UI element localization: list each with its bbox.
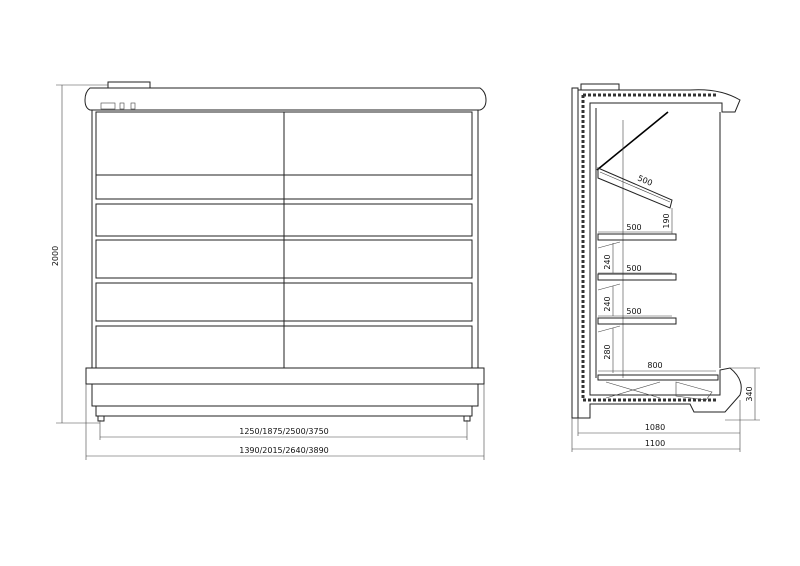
base-depth-label: 800 <box>647 361 662 370</box>
base-front <box>85 367 485 385</box>
cabinet-body <box>91 109 479 369</box>
canopy <box>84 87 487 111</box>
light-arm <box>596 111 669 171</box>
shelf-spacing-label: 240 <box>603 254 612 269</box>
switch-icon <box>119 102 125 110</box>
insulation <box>581 93 718 402</box>
insulated-shell <box>577 89 742 419</box>
base-kick <box>91 383 479 407</box>
evaporator <box>605 381 713 401</box>
shelf-depth-label: 500 <box>626 264 641 273</box>
height-label: 2000 <box>51 246 60 266</box>
inner-depth-label: 1080 <box>645 423 665 432</box>
outer-depth-label: 1100 <box>645 439 665 448</box>
top-box <box>580 83 620 91</box>
side-view: 500 190 500 500 500 240 240 280 800 340 … <box>571 83 760 452</box>
shelf-depth-label: 500 <box>626 223 641 232</box>
shelf-spacing-label: 240 <box>603 296 612 311</box>
front-view: 2000 1250/1875/2500/3750 1390/2015/2640/… <box>51 81 487 460</box>
back-panel <box>571 87 579 419</box>
outer-width-label: 1390/2015/2640/3890 <box>239 446 329 455</box>
shelf-spacing-label: 280 <box>603 344 612 359</box>
base-deck <box>597 374 719 381</box>
shelf-depth-label: 500 <box>626 307 641 316</box>
shelves <box>597 233 677 325</box>
base-skirt <box>95 405 473 417</box>
foot <box>97 415 105 422</box>
control-box <box>107 81 151 89</box>
switch-icon <box>130 102 136 110</box>
display-icon <box>100 102 116 110</box>
top-shelf-rise-label: 190 <box>662 213 671 228</box>
top-shelf <box>597 167 673 209</box>
base-height-label: 340 <box>745 386 754 401</box>
inner-width-label: 1250/1875/2500/3750 <box>239 427 329 436</box>
